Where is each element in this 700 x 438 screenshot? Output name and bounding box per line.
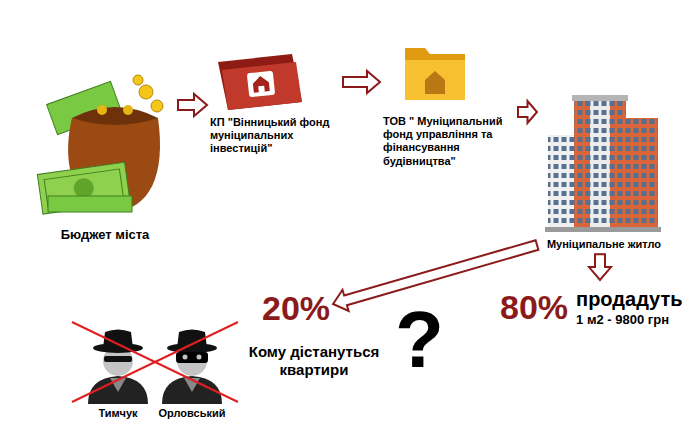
node-label: ТОВ " Муніципальний фонд управління та ф… — [383, 115, 515, 168]
fund-node: КП "Вінницький фонд муніципальних інвест… — [210, 50, 340, 156]
person-name: Тимчук — [82, 407, 154, 420]
percent-value: 20% — [262, 288, 330, 329]
share-node: 20% — [262, 288, 330, 329]
node-label: Бюджет міста — [35, 227, 175, 243]
person-name: Орловський — [152, 407, 232, 420]
fund-folder-icon — [218, 54, 302, 110]
sale-node: 80% продадуть1 м2 - 9800 грн — [500, 283, 683, 328]
flow-arrow — [178, 94, 207, 116]
flow-arrow — [343, 71, 380, 93]
budget-node: Бюджет міста — [35, 55, 175, 243]
sale-text: 80% — [500, 287, 568, 328]
spy-figures — [72, 322, 238, 404]
person-node: Тимчук — [82, 325, 154, 420]
node-label: Муніципальне житло — [540, 238, 668, 251]
flow-arrow — [518, 101, 537, 123]
flow-arrow — [589, 254, 611, 280]
sale-text: 1 м2 - 9800 грн — [576, 312, 682, 328]
question-mark: ? — [395, 300, 435, 380]
company-node: ТОВ " Муніципальний фонд управління та ф… — [383, 35, 515, 168]
person-node: Орловський — [152, 325, 232, 420]
wallet-icon — [37, 75, 163, 214]
company-folder-icon — [405, 48, 465, 100]
node-label: КП "Вінницький фонд муніципальних інвест… — [210, 116, 340, 156]
housing-node: Муніципальне житло — [540, 95, 668, 251]
question-text: Кому дістануться квартири — [243, 343, 385, 379]
building-icon — [545, 95, 661, 232]
sale-text: продадуть — [576, 287, 682, 311]
